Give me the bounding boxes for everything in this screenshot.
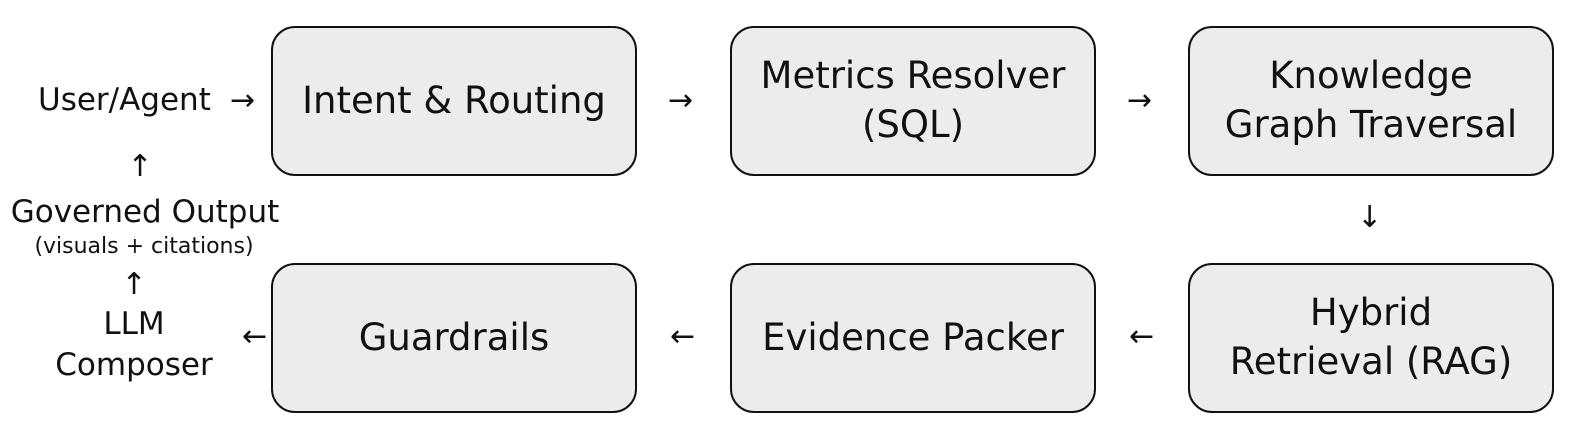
node-evidence-packer-label: Evidence Packer xyxy=(762,315,1064,359)
node-evidence-packer: Evidence Packer xyxy=(730,263,1096,413)
arrow-guardrails-to-composer: ← xyxy=(242,319,268,354)
node-intent-routing: Intent & Routing xyxy=(271,26,637,176)
node-knowledge-graph: Knowledge Graph Traversal xyxy=(1188,26,1554,176)
arrow-composer-to-output: ↑ xyxy=(121,267,147,302)
llm-composer-line1: LLM xyxy=(103,306,165,342)
user-agent-label: User/Agent xyxy=(38,82,211,118)
llm-composer-line2: Composer xyxy=(55,347,213,383)
arrow-knowledge-to-hybrid: ↓ xyxy=(1357,200,1383,235)
arrow-metrics-to-knowledge: → xyxy=(1127,83,1153,118)
entry-arrow: → xyxy=(230,83,256,118)
node-intent-routing-label: Intent & Routing xyxy=(302,78,606,122)
arrow-hybrid-to-evidence: ← xyxy=(1129,319,1155,354)
node-metrics-resolver-line2: (SQL) xyxy=(861,103,965,146)
node-knowledge-graph-line2: Graph Traversal xyxy=(1224,103,1518,146)
node-guardrails-label: Guardrails xyxy=(358,315,550,359)
node-guardrails: Guardrails xyxy=(271,263,637,413)
node-hybrid-retrieval-line1: Hybrid xyxy=(1309,291,1433,335)
node-hybrid-retrieval: Hybrid Retrieval (RAG) xyxy=(1188,263,1554,413)
node-knowledge-graph-line1: Knowledge xyxy=(1269,54,1473,98)
node-metrics-resolver-line1: Metrics Resolver xyxy=(760,54,1066,98)
governed-output-title: Governed Output xyxy=(10,194,280,230)
arrow-intent-to-metrics: → xyxy=(668,83,694,118)
arrow-evidence-to-guardrails: ← xyxy=(670,319,696,354)
governed-output-subtitle: (visuals + citations) xyxy=(34,234,254,259)
node-hybrid-retrieval-line2: Retrieval (RAG) xyxy=(1229,340,1513,383)
node-metrics-resolver: Metrics Resolver (SQL) xyxy=(730,26,1096,176)
arrow-output-to-user: ↑ xyxy=(127,149,153,184)
